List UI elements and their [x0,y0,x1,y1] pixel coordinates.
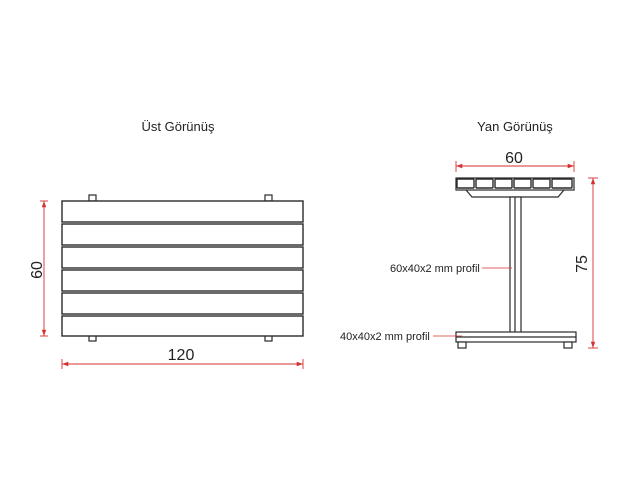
side-view-foot-pad-right [563,341,573,349]
top-view-width-label: 120 [168,347,195,364]
top-view-support-tab-top-left [88,194,97,202]
side-view-seat-slat [513,178,532,189]
top-view-slat [61,200,304,223]
top-view-slat [61,315,304,337]
side-view-seat-slat [532,178,551,189]
side-view-base-callout: 40x40x2 mm profil [340,331,430,343]
top-view-slat [61,269,304,292]
side-view-seat-slat [456,178,475,189]
side-view-title: Yan Görünüş [477,119,553,134]
top-view-support-tab-top-right [264,194,273,202]
side-view: Yan Görünüş 60 75 60x40x2 mm profil [340,119,598,349]
side-view-seat-slat [494,178,513,189]
side-view-seat-slat [475,178,494,189]
side-view-column-callout: 60x40x2 mm profil [390,263,480,275]
side-view-height-label: 75 [574,255,591,273]
top-view-slat [61,246,304,269]
top-view-title: Üst Görünüş [142,119,215,134]
side-view-seat-slat [551,178,573,189]
side-view-foot-pad-left [457,341,467,349]
top-view-slat [61,292,304,315]
side-view-depth-label: 60 [505,150,523,167]
side-view-seat-bracket [465,189,565,198]
top-view-depth-label: 60 [29,261,46,279]
top-view-slat [61,223,304,246]
top-view: Üst Görünüş 60 120 [29,119,304,369]
